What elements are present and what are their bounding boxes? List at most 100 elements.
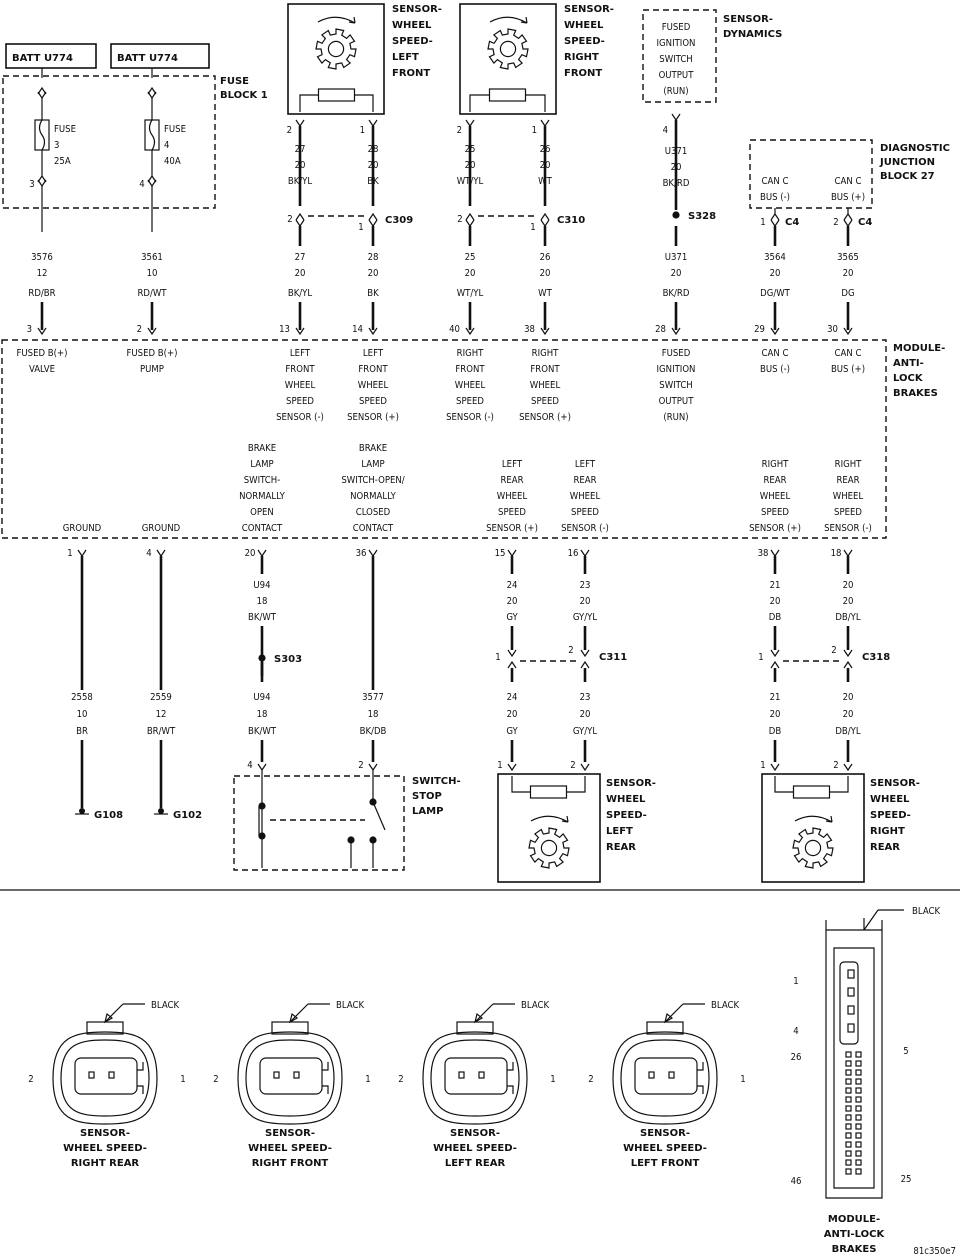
fuse-out-pin: 3 <box>29 179 34 190</box>
module-pin-label: WHEEL <box>497 491 528 502</box>
module-pin-label: OUTPUT <box>659 396 695 407</box>
module-pin: 20 <box>245 548 256 559</box>
sensor-label: SPEED- <box>870 810 911 821</box>
terminal-icon <box>855 1150 862 1157</box>
connector-key <box>697 1062 704 1094</box>
module-pin-label: SPEED <box>531 396 559 407</box>
module-pin-label: WHEEL <box>358 380 389 391</box>
module-pin-label: WHEEL <box>285 380 316 391</box>
connector-view-label: LEFT FRONT <box>631 1158 700 1169</box>
rotation-arrow-icon <box>520 16 528 24</box>
splice-dot-icon <box>369 836 377 844</box>
female-terminal-icon <box>295 119 305 128</box>
female-terminal-icon <box>257 549 267 558</box>
wire-color: GY <box>506 612 518 623</box>
male-terminal-icon <box>770 660 780 669</box>
color-callout <box>863 909 879 931</box>
module-pin-label: LEFT <box>290 348 311 359</box>
terminal-icon <box>855 1168 862 1175</box>
wire-circuit: 3564 <box>764 252 786 263</box>
module-pin-label: REAR <box>763 475 786 486</box>
connector-pin: 25 <box>901 1174 912 1185</box>
module-pin-label: FRONT <box>530 364 560 375</box>
wire-color: RD/WT <box>137 288 167 299</box>
module-pin-label: FUSED <box>662 348 691 359</box>
wire-color: DB/YL <box>835 726 861 737</box>
wire-color: WT <box>538 288 552 299</box>
female-terminal-icon <box>843 549 853 558</box>
module-pin-label: BUS (+) <box>831 364 865 375</box>
wire-gauge: 10 <box>77 709 88 720</box>
wire-circuit: 28 <box>368 252 379 263</box>
module-pin-label: CAN C <box>835 348 862 359</box>
terminal-icon <box>478 1071 485 1079</box>
male-terminal-icon <box>465 212 475 221</box>
sensor-label: WHEEL <box>564 20 604 31</box>
switch-label: SWITCH- <box>412 776 461 787</box>
wire-color: BK/RD <box>663 288 690 299</box>
module-pin-label: GROUND <box>63 523 102 534</box>
wire-color: BK/WT <box>248 726 277 737</box>
sensor-label: LEFT <box>392 52 419 63</box>
terminal-icon <box>845 1123 852 1130</box>
module-label: BRAKES <box>893 388 938 399</box>
sensor-label: WHEEL <box>606 794 646 805</box>
module-pin: 18 <box>831 548 842 559</box>
module-pin: 28 <box>655 324 666 335</box>
module-pin-label: SPEED <box>286 396 314 407</box>
module-pin: 30 <box>827 324 838 335</box>
module-pin: 38 <box>758 548 769 559</box>
terminal-icon <box>855 1078 862 1085</box>
wire-color: WT <box>538 176 552 187</box>
fuse-block-outline <box>2 75 216 209</box>
connector-pin: 2 <box>833 217 838 228</box>
sensor-label: SPEED- <box>564 36 605 47</box>
fuse-icon <box>38 119 46 151</box>
connector-view-label: WHEEL SPEED- <box>248 1143 332 1154</box>
terminal-icon <box>847 969 855 979</box>
wire-gauge: 20 <box>465 160 476 171</box>
module-pin: 2 <box>137 324 142 335</box>
splice-dot-icon <box>672 211 680 219</box>
terminal-icon <box>845 1150 852 1157</box>
wire-circuit: 2559 <box>150 692 172 703</box>
female-terminal-icon <box>368 549 378 558</box>
switch-contact-icon <box>372 801 386 831</box>
connector-pin: 1 <box>365 1074 370 1085</box>
terminal-icon <box>855 1096 862 1103</box>
module-pin-label: REAR <box>500 475 523 486</box>
djb-pin-label: BUS (-) <box>760 192 790 203</box>
module-pin-label: BUS (-) <box>760 364 790 375</box>
dynamics-inner-label: OUTPUT <box>659 70 695 81</box>
module-pin-label: OPEN <box>250 507 274 518</box>
connector-key <box>322 1062 329 1094</box>
module-pin: 3 <box>27 324 32 335</box>
connector-pin: 46 <box>791 1176 802 1187</box>
terminal-icon <box>845 1132 852 1139</box>
wire-color: RD/BR <box>28 288 55 299</box>
male-terminal-icon <box>507 660 517 669</box>
color-callout <box>474 1003 494 1023</box>
terminal-icon <box>273 1071 280 1079</box>
wire-circuit: 20 <box>843 692 854 703</box>
connector-pin: 1 <box>530 222 535 233</box>
ground-icon <box>158 808 164 814</box>
sensor-label: FRONT <box>392 68 430 79</box>
resistor-icon <box>317 88 356 102</box>
wire-circuit: 3577 <box>362 692 384 703</box>
terminal-icon <box>847 1023 855 1033</box>
connector-view-label: WHEEL SPEED- <box>63 1143 147 1154</box>
terminal-icon <box>88 1071 95 1079</box>
connector-cavity <box>74 1057 138 1095</box>
wire-gauge: 10 <box>147 268 158 279</box>
connector-shell <box>422 1031 528 1125</box>
terminal-icon <box>845 1168 852 1175</box>
wire-circuit: 21 <box>770 692 781 703</box>
ground-name: G102 <box>173 810 202 821</box>
fuse-rating: 25A <box>54 156 71 167</box>
connector-pin: 2 <box>398 1074 403 1085</box>
